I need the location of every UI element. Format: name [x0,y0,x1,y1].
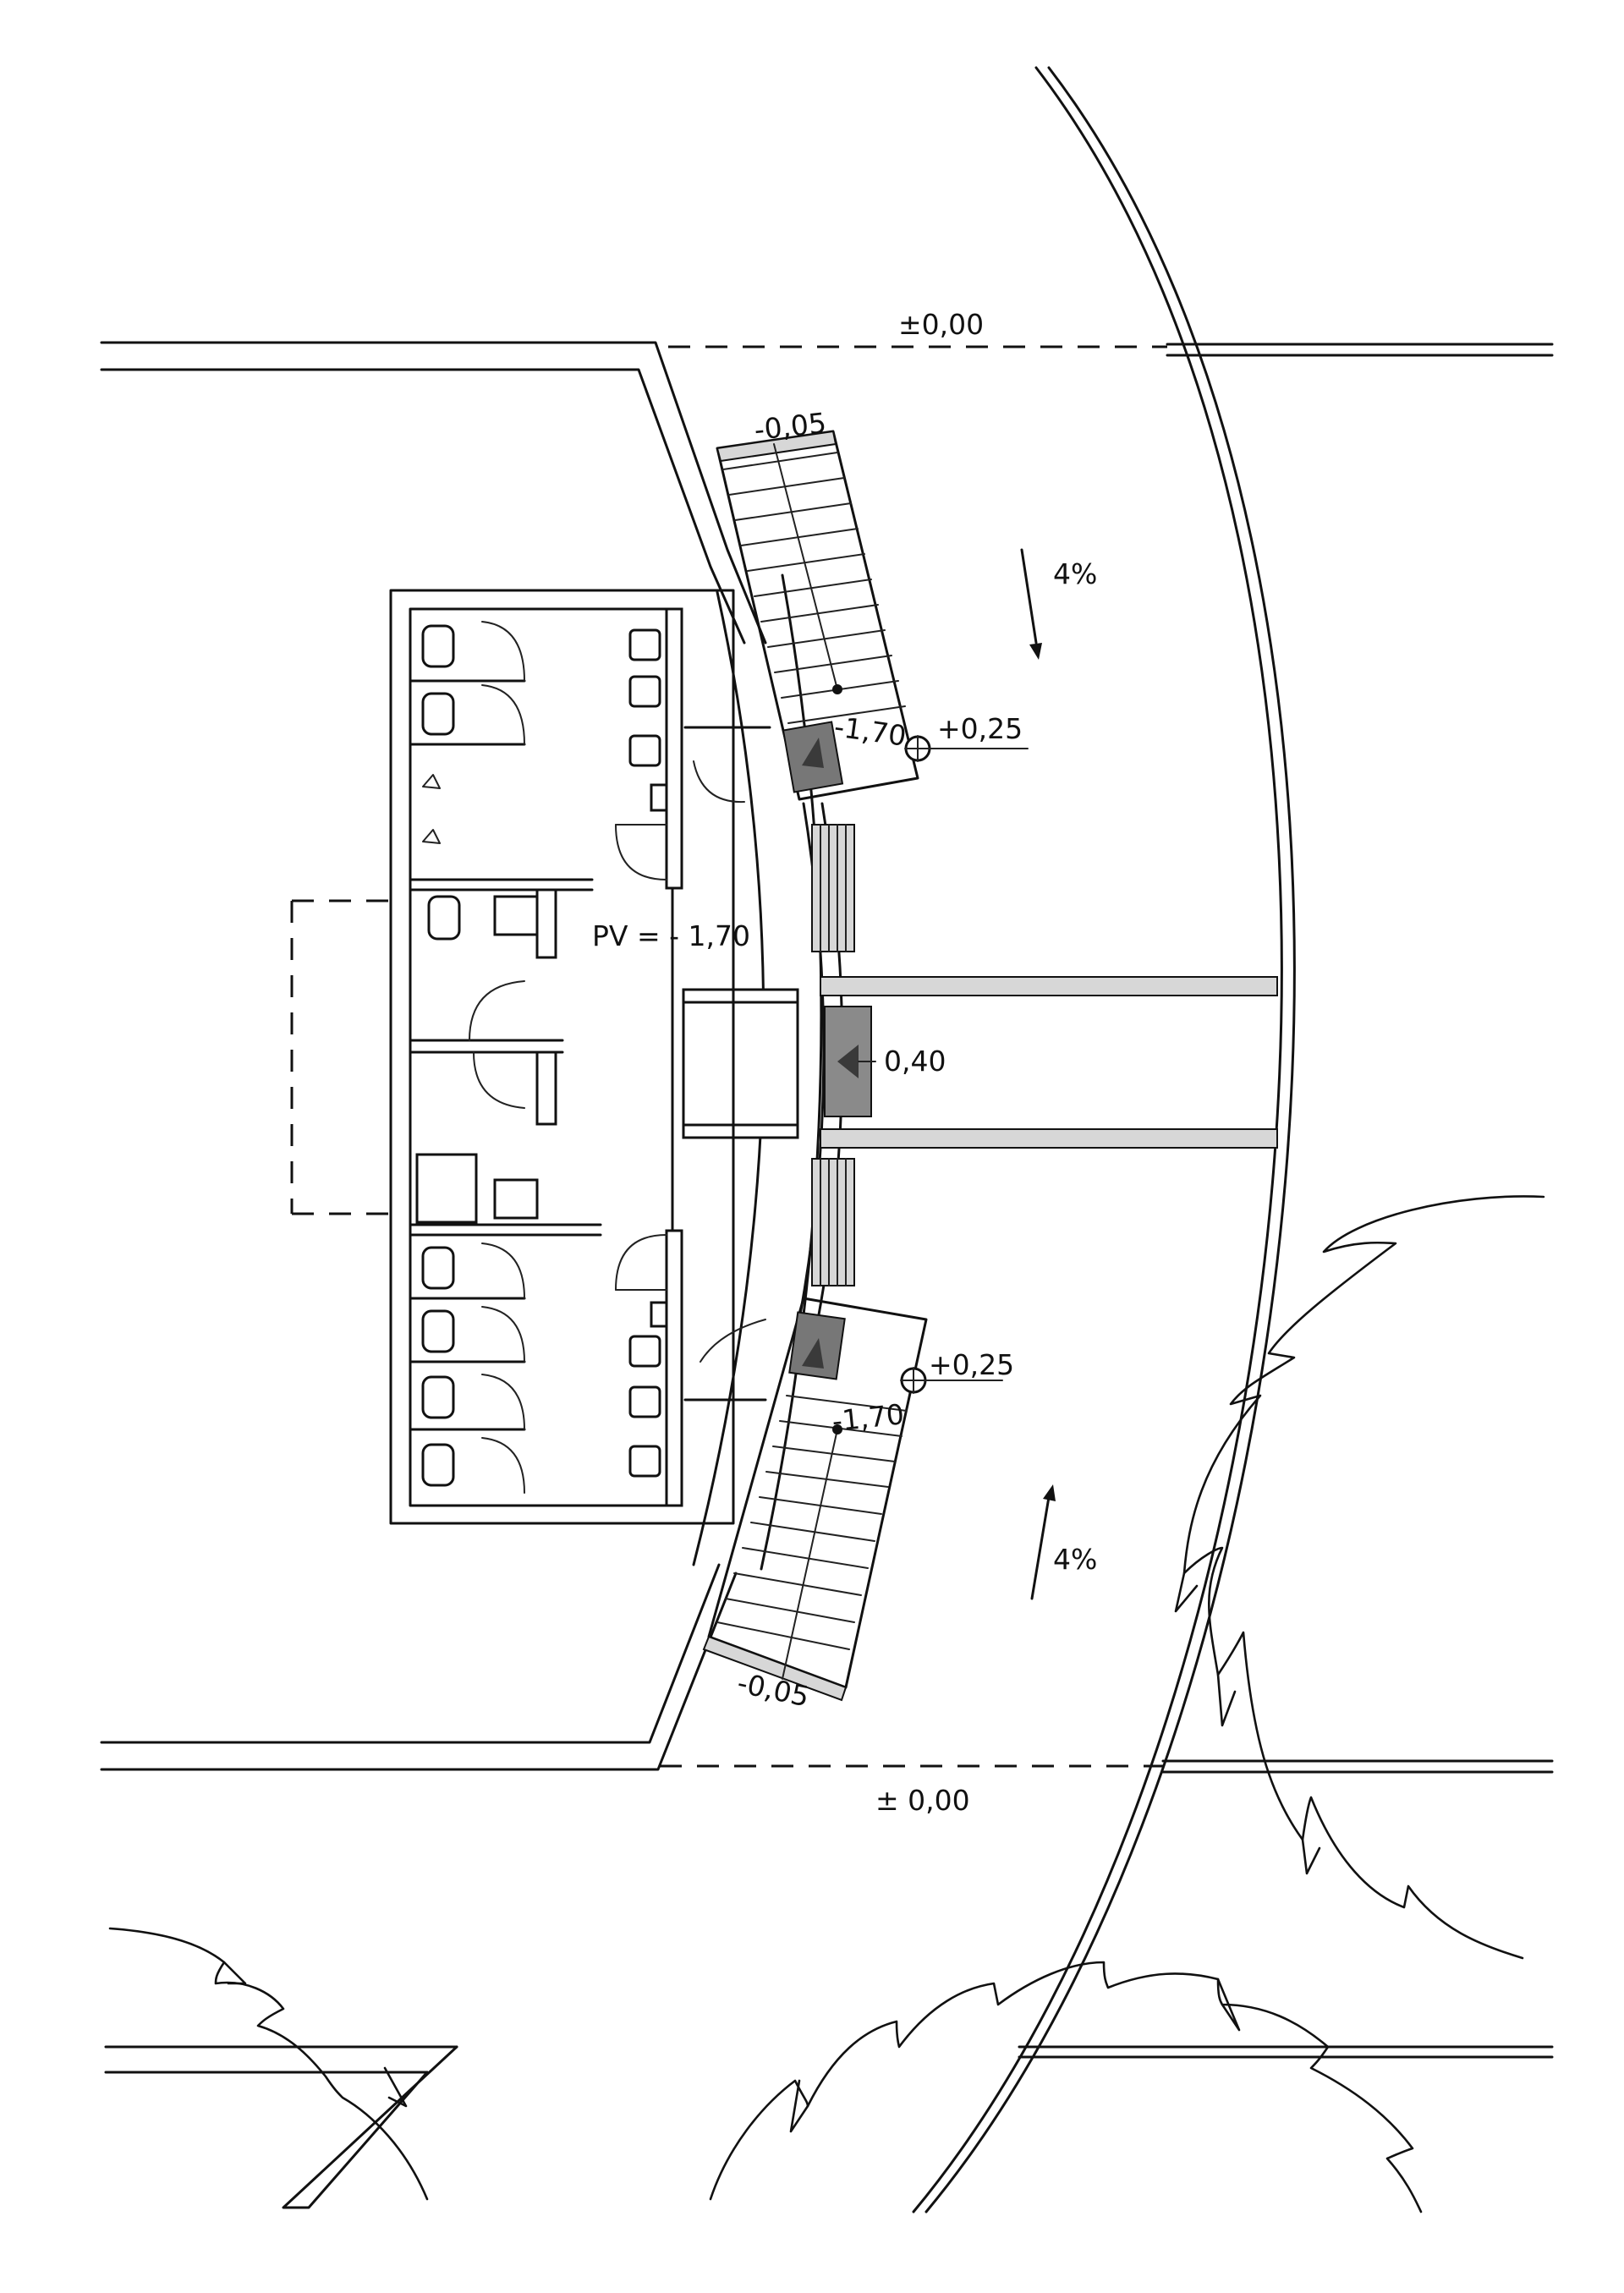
site-boundary-arc [912,66,1296,2213]
stair-base-label-bottom: -1,70 [831,1397,906,1438]
stair-upper [716,430,919,801]
slope-arrow-lower [1030,1484,1056,1600]
plant-right [1174,1195,1545,1960]
exterior-level-label-top: +0,25 [937,712,1023,745]
level-label-top: ±0,00 [898,308,984,341]
toilet-block [290,589,771,1525]
benches [811,824,855,1286]
level-label-bottom: ± 0,00 [875,1784,970,1817]
stair-lower [702,1297,928,1702]
path-band-bottom [100,1563,1554,1774]
slope-label-bottom: 4% [1053,1543,1097,1576]
plant-bottom-center [709,1961,1423,2213]
level-marker-upper [904,735,1029,762]
plant-bottom-left [108,1927,429,2201]
exterior-level-label-bottom: +0,25 [929,1348,1014,1381]
ramp-level-label: 0,40 [884,1045,946,1078]
slope-label-top: 4% [1053,557,1097,590]
path-band-lower [104,2045,1554,2209]
ramp [682,976,1278,1149]
stair-base-label-top: -1,70 [832,710,908,753]
level-marker-lower [900,1367,1003,1394]
path-band-top [100,341,1554,645]
stair-landing-label-top: -0,05 [753,406,828,447]
slope-arrow-upper [1020,548,1042,660]
floor-level-label: PV = - 1,70 [592,919,750,952]
